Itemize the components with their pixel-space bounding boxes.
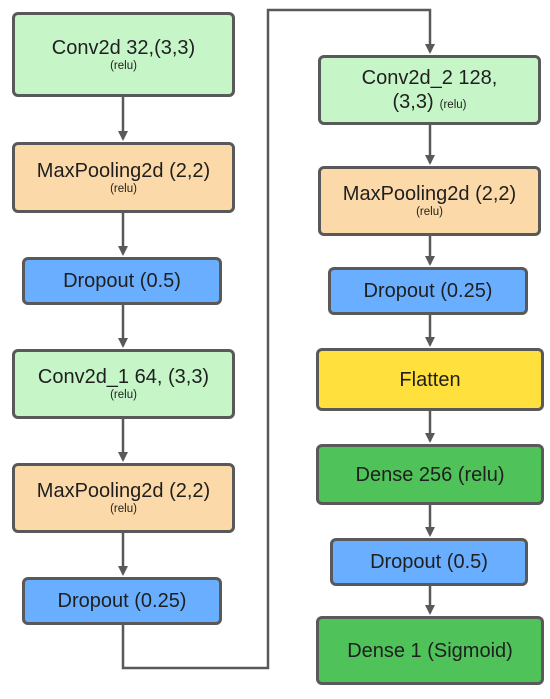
node-label-line2: (3,3) (relu) [393, 90, 467, 114]
node-label: Conv2d_2 128, [361, 67, 498, 89]
node-label: Dropout (0.25) [363, 280, 493, 302]
node-label: Conv2d_1 64, (3,3) [37, 366, 210, 389]
node-activation: (relu) [439, 99, 467, 111]
node-flatten: Flatten [316, 348, 544, 411]
node-dropout-2: Dropout (0.25) [328, 267, 528, 315]
node-label: MaxPooling2d (2,2) [342, 183, 517, 206]
node-label-kernel: (3,3) [392, 91, 434, 113]
node-conv2d: Conv2d 32,(3,3) (relu) [12, 12, 235, 97]
node-label: Dropout (0.25) [57, 590, 187, 612]
node-maxpooling2d: MaxPooling2d (2,2) (relu) [12, 142, 235, 213]
node-maxpooling2d-2: MaxPooling2d (2,2) (relu) [318, 166, 541, 236]
node-label: Dense 256 (relu) [355, 463, 505, 486]
node-activation: (relu) [110, 182, 137, 195]
node-dropout-1: Dropout (0.25) [22, 577, 222, 625]
node-label: Dense 1 (Sigmoid) [347, 639, 513, 662]
node-activation: (relu) [110, 503, 137, 516]
arrow-drop2-to-conv3 [121, 8, 435, 670]
node-maxpooling2d-1: MaxPooling2d (2,2) (relu) [12, 463, 235, 533]
node-conv2d-1: Conv2d_1 64, (3,3) (relu) [12, 349, 235, 419]
node-conv2d-2: Conv2d_2 128, (3,3) (relu) [318, 55, 541, 125]
node-label: Conv2d 32,(3,3) [51, 36, 196, 59]
node-label: Dropout (0.5) [370, 551, 488, 573]
node-activation: (relu) [110, 59, 137, 72]
node-dense-256: Dense 256 (relu) [316, 444, 544, 505]
node-dense-1: Dense 1 (Sigmoid) [316, 616, 544, 685]
node-dropout-3: Dropout (0.5) [330, 538, 528, 586]
node-activation: (relu) [416, 206, 443, 219]
node-activation: (relu) [110, 389, 137, 402]
node-dropout: Dropout (0.5) [22, 257, 222, 305]
node-label: Dropout (0.5) [63, 270, 181, 292]
node-label: Flatten [399, 368, 461, 391]
node-label: MaxPooling2d (2,2) [36, 159, 211, 182]
node-label: MaxPooling2d (2,2) [36, 480, 211, 503]
